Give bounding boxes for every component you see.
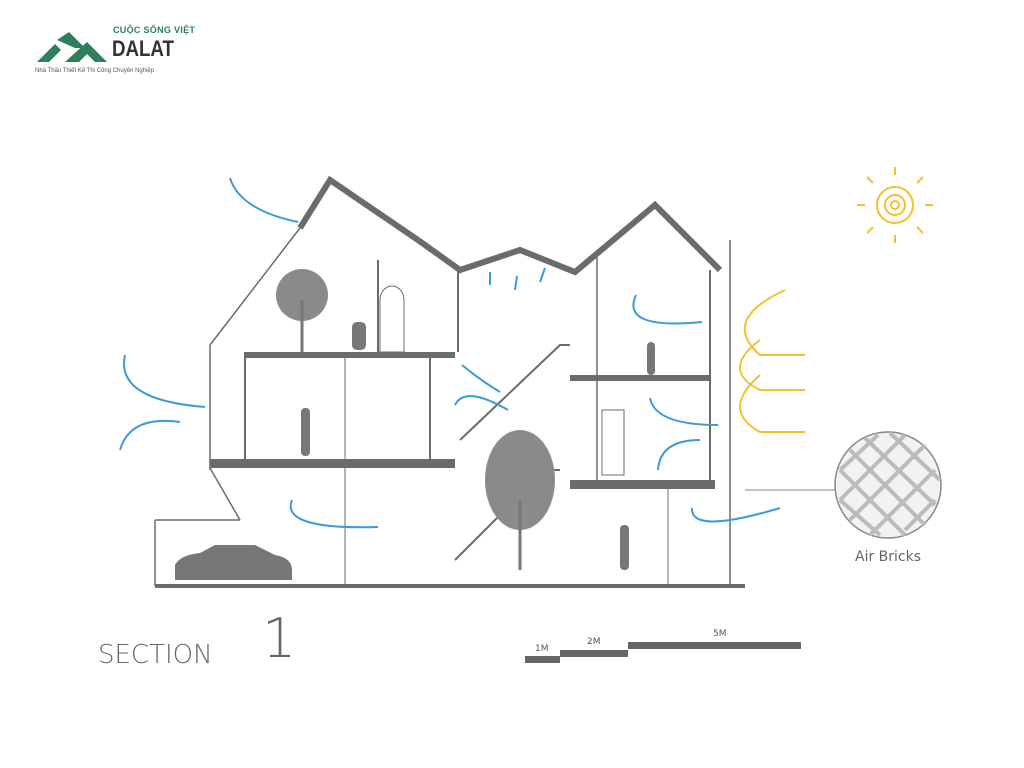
air-bricks-label: Air Bricks — [855, 549, 922, 565]
car-silhouette — [175, 545, 292, 580]
section-title: SECTION — [98, 640, 213, 670]
logo-tagline: CUỘC SỐNG VIỆT — [113, 25, 196, 35]
air-bricks-icon — [745, 431, 942, 539]
sun-icon — [857, 167, 933, 243]
section-number: 1 — [262, 607, 297, 670]
wind-arrows — [119, 177, 781, 529]
logo-brand: DALAT — [112, 36, 174, 61]
scale-label-5m: 5M — [713, 629, 727, 639]
people-silhouettes — [301, 322, 655, 570]
trees — [276, 269, 555, 570]
scale-bar — [525, 642, 801, 663]
scale-label-2m: 2M — [587, 637, 601, 647]
heat-arrows — [739, 289, 805, 433]
logo-subtitle: Nhà Thầu Thiết Kế Thi Công Chuyên Nghiệp — [35, 68, 155, 74]
building-structure — [154, 175, 745, 588]
logo: CUỘC SỐNG VIỆT DALAT Nhà Thầu Thiết Kế T… — [35, 26, 195, 80]
scale-label-1m: 1M — [535, 644, 549, 654]
logo-mark-icon — [37, 32, 107, 62]
